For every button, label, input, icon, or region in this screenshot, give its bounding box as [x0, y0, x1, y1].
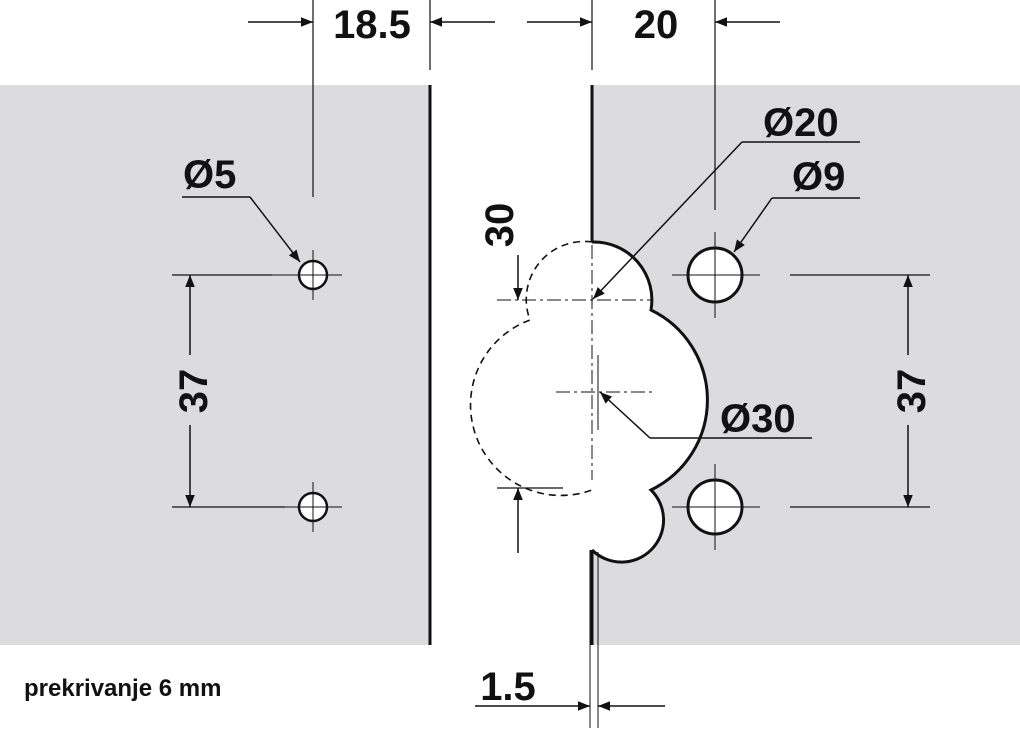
dia-20-label: Ø20: [763, 101, 839, 145]
dim-18-5-label: 18.5: [333, 3, 411, 47]
dia-5-leader-arrow: [249, 196, 301, 263]
panel-gap: [430, 85, 592, 645]
cup-recess-outline: [590, 240, 709, 564]
dia-30-leader-arrow: [599, 391, 651, 439]
dim-20-label: 20: [634, 3, 679, 47]
dim-1-5-label: 1.5: [480, 665, 536, 709]
dia-30-label: Ø30: [720, 397, 796, 441]
dia-5-label: Ø5: [183, 153, 236, 197]
left-panel: [0, 85, 430, 645]
dia-9-leader-arrow: [733, 197, 773, 253]
hole-5-bottom-cross: [285, 482, 342, 532]
hole-9-bottom-cross: [672, 464, 760, 550]
extension-lines: [172, 0, 930, 508]
overlay-caption: prekrivanje 6 mm: [24, 675, 222, 702]
dim-37-right-label: 37: [890, 369, 934, 414]
dia-20-leader-arrow: [592, 141, 743, 300]
dim-30-label: 30: [478, 203, 522, 248]
dim-37-left-label: 37: [172, 369, 216, 414]
hole-5-top-cross: [272, 250, 342, 300]
dia-9-label: Ø9: [792, 155, 845, 199]
hole-9-top-cross: [672, 232, 760, 318]
